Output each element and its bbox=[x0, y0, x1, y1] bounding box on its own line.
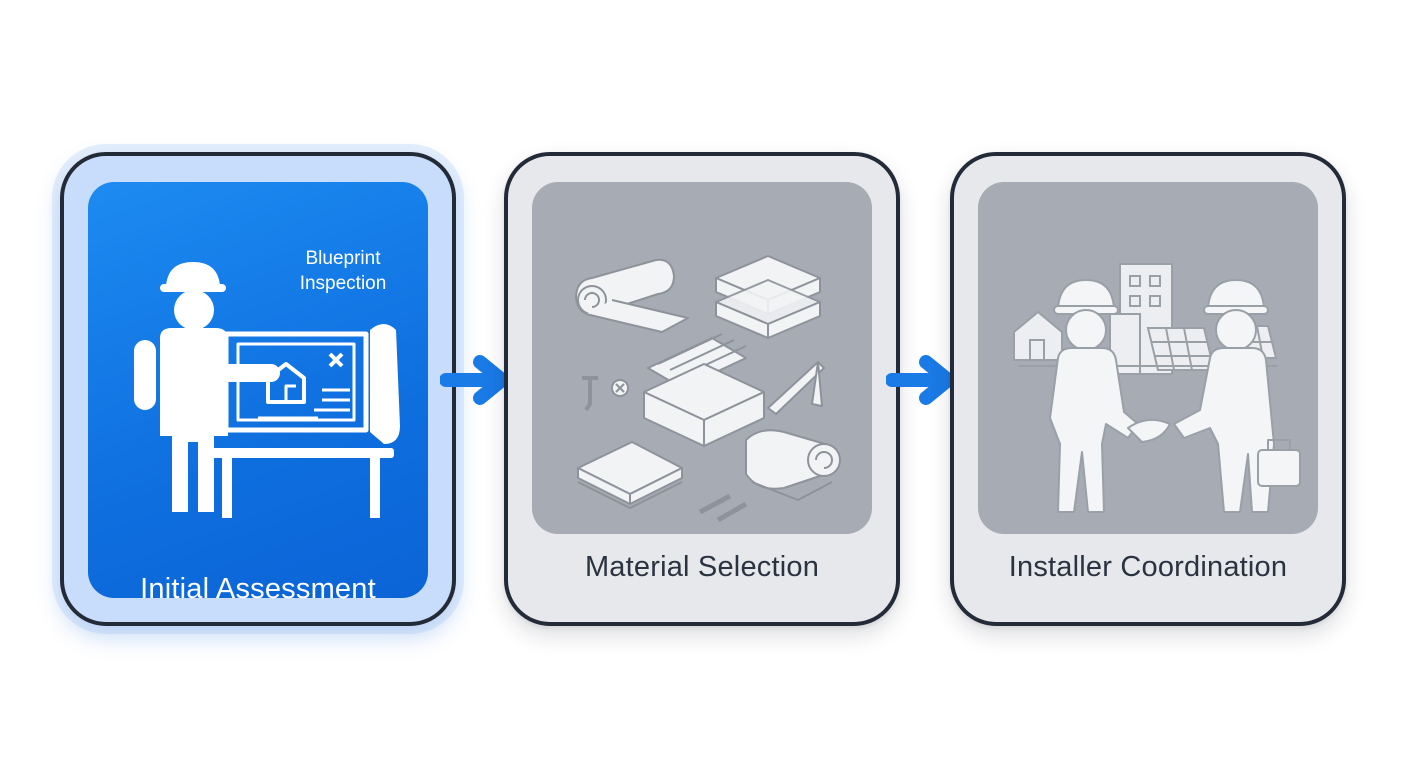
arrow-right-icon bbox=[440, 355, 509, 405]
building-materials-icon bbox=[575, 255, 841, 523]
step-panel: Blueprint Inspection bbox=[88, 182, 428, 598]
step-label: Installer Coordination bbox=[1008, 551, 1288, 583]
step-material-selection[interactable]: Material Selection bbox=[504, 152, 900, 626]
step-label: Material Selection bbox=[584, 551, 820, 583]
arrow-right-icon bbox=[886, 355, 955, 405]
blueprint-inspector-icon bbox=[134, 262, 400, 518]
blueprint-inspection-note: Blueprint Inspection bbox=[299, 248, 387, 294]
step-initial-assessment[interactable]: Blueprint Inspection Initial Assessment bbox=[60, 152, 456, 626]
step-label: Initial Assessment bbox=[140, 573, 376, 605]
installer-handshake-icon bbox=[1013, 263, 1301, 513]
step-panel bbox=[978, 182, 1318, 534]
step-installer-coordination[interactable]: Installer Coordination bbox=[950, 152, 1346, 626]
step-panel bbox=[532, 182, 872, 534]
